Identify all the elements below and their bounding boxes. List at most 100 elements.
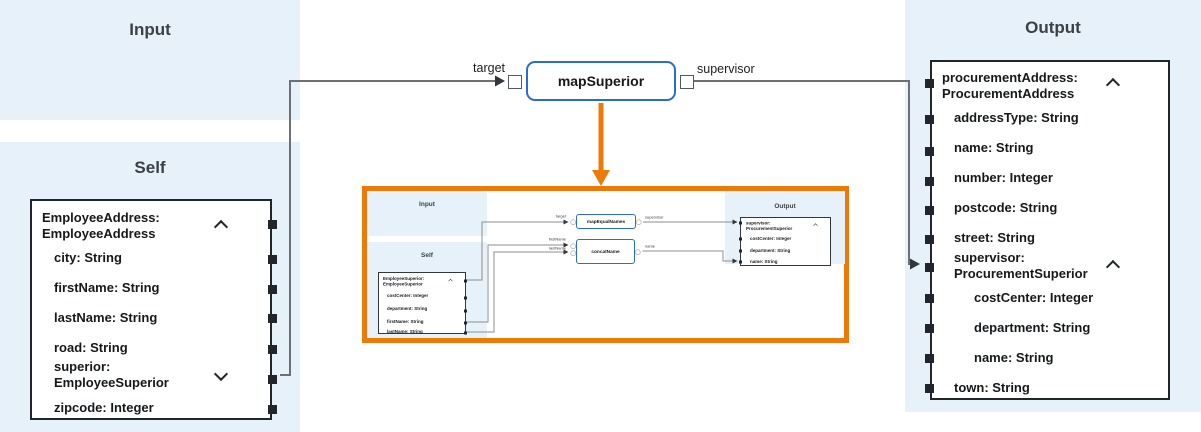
field-postcode[interactable]: postcode: String bbox=[954, 200, 1058, 215]
inset-content: Input Self Output bbox=[367, 191, 845, 338]
inset-input-port bbox=[570, 219, 576, 225]
chevron-up-icon[interactable] bbox=[213, 219, 229, 235]
transformation-name: mapEqualNames bbox=[586, 218, 626, 225]
chevron-up-icon[interactable] bbox=[1105, 77, 1121, 93]
input-port-target[interactable] bbox=[508, 75, 522, 89]
port-procurementaddress[interactable] bbox=[925, 79, 934, 88]
port-zipcode[interactable] bbox=[268, 405, 277, 414]
inset-output-document: supervisor: ProcurementSuperior costCent… bbox=[739, 217, 831, 266]
inset-firstname-label: firstName bbox=[548, 237, 566, 242]
field-department[interactable]: department: String bbox=[974, 320, 1091, 335]
transformation-name: mapSuperior bbox=[557, 73, 645, 89]
port-city[interactable] bbox=[268, 255, 277, 264]
port-department[interactable] bbox=[925, 324, 934, 333]
panel-input: Input bbox=[0, 0, 300, 120]
field-label: ProcurementSuperior bbox=[746, 226, 793, 231]
transformation-name: concatName bbox=[591, 248, 620, 255]
inset-field-lastname: lastName: String bbox=[387, 329, 423, 334]
field-road[interactable]: road: String bbox=[54, 340, 128, 355]
port-name-nested[interactable] bbox=[925, 354, 934, 363]
field-street[interactable]: street: String bbox=[954, 230, 1035, 245]
inset-port-department-out bbox=[739, 249, 742, 253]
port-employeeaddress[interactable] bbox=[268, 220, 277, 229]
supervisor-line-label: supervisor bbox=[697, 62, 755, 76]
output-panel-title: Output bbox=[1025, 18, 1081, 37]
field-lastname[interactable]: lastName: String bbox=[54, 310, 158, 325]
inset-port-firstname bbox=[464, 321, 467, 325]
inset-port-supervisor-out bbox=[739, 221, 742, 225]
field-superior[interactable]: superior: EmployeeSuperior bbox=[54, 359, 169, 391]
inset-target-label: target bbox=[555, 214, 566, 219]
inset-port-costcenter bbox=[464, 296, 467, 300]
inset-supervisor-label: supervisor bbox=[645, 215, 664, 220]
field-costcenter[interactable]: costCenter: Integer bbox=[974, 290, 1094, 305]
output-document-procurementaddress[interactable]: procurementAddress: ProcurementAddress a… bbox=[925, 60, 1170, 400]
inset-self-document: EmployeeSuperior: EmployeeSuperior costC… bbox=[378, 272, 467, 335]
self-document-employeeaddress[interactable]: EmployeeAddress: EmployeeAddress city: S… bbox=[30, 199, 277, 420]
inset-field-costcenter: costCenter: Integer bbox=[387, 293, 429, 298]
field-label: EmployeeSuperior: bbox=[383, 276, 425, 281]
field-name-nested[interactable]: name: String bbox=[974, 350, 1054, 365]
field-label: supervisor: bbox=[954, 250, 1025, 265]
field-firstname[interactable]: firstName: String bbox=[54, 280, 160, 295]
field-label: superior: bbox=[54, 359, 111, 374]
field-city[interactable]: city: String bbox=[54, 250, 122, 265]
inset-field-name-out: name: String bbox=[750, 259, 778, 264]
port-addresstype[interactable] bbox=[925, 115, 934, 124]
chevron-up-icon bbox=[448, 278, 453, 284]
field-label: EmployeeAddress: bbox=[42, 210, 160, 225]
port-supervisor[interactable] bbox=[925, 263, 934, 272]
inset-transformation-mapequalnames: mapEqualNames bbox=[570, 214, 642, 229]
inset-field-employeesuperior-header: EmployeeSuperior: EmployeeSuperior bbox=[383, 276, 424, 287]
inset-port-costcenter-out bbox=[739, 237, 742, 241]
inset-field-firstname: firstName: String bbox=[387, 319, 424, 324]
port-costcenter[interactable] bbox=[925, 294, 934, 303]
chevron-down-icon[interactable] bbox=[213, 366, 229, 382]
field-procurementaddress-header[interactable]: procurementAddress: ProcurementAddress bbox=[942, 70, 1078, 102]
field-label: procurementAddress: bbox=[942, 70, 1078, 85]
field-supervisor[interactable]: supervisor: ProcurementSuperior bbox=[954, 250, 1088, 282]
inset-port-lastname bbox=[464, 331, 467, 335]
port-postcode[interactable] bbox=[925, 206, 934, 215]
port-firstname[interactable] bbox=[268, 285, 277, 294]
port-lastname[interactable] bbox=[268, 314, 277, 323]
inset-port-name-out bbox=[739, 260, 742, 264]
field-label: EmployeeAddress bbox=[42, 226, 156, 241]
inset-name-label: name bbox=[645, 244, 656, 249]
port-number[interactable] bbox=[925, 177, 934, 186]
field-label: EmployeeSuperior bbox=[383, 281, 423, 287]
inset-input-port-lastname bbox=[570, 250, 576, 256]
inset-field-costcenter-out: costCenter: Integer bbox=[750, 236, 792, 241]
field-zipcode[interactable]: zipcode: Integer bbox=[54, 400, 154, 415]
port-road[interactable] bbox=[268, 345, 277, 354]
inset-input-port-firstname bbox=[570, 243, 576, 249]
inset-field-department: department: String bbox=[387, 306, 428, 311]
input-panel-title: Input bbox=[129, 20, 171, 39]
port-town[interactable] bbox=[925, 384, 934, 393]
field-employeeaddress-header[interactable]: EmployeeAddress: EmployeeAddress bbox=[42, 210, 160, 242]
self-panel-title: Self bbox=[134, 158, 166, 177]
inset-field-supervisor-header: supervisor: ProcurementSuperior bbox=[746, 221, 792, 232]
field-name[interactable]: name: String bbox=[954, 140, 1034, 155]
inset-transformation-concatname: concatName bbox=[570, 239, 641, 264]
output-port-supervisor[interactable] bbox=[680, 75, 694, 89]
port-name[interactable] bbox=[925, 147, 934, 156]
port-street[interactable] bbox=[925, 235, 934, 244]
inset-port-employeesuperior bbox=[464, 279, 467, 283]
chevron-up-icon[interactable] bbox=[1105, 259, 1121, 275]
field-label: ProcurementSuperior bbox=[954, 266, 1088, 281]
inset-output-port-name bbox=[635, 249, 641, 255]
field-town[interactable]: town: String bbox=[954, 380, 1030, 395]
chevron-up-icon bbox=[813, 223, 818, 228]
nested-mapping-inset: Input Self Output bbox=[362, 186, 849, 343]
inset-field-department-out: department: String bbox=[750, 248, 791, 253]
field-number[interactable]: number: Integer bbox=[954, 170, 1053, 185]
inset-lastname-label: lastName bbox=[549, 246, 566, 251]
inset-output-port bbox=[636, 219, 642, 225]
field-label: ProcurementAddress bbox=[942, 86, 1075, 101]
transformation-mapsuperior[interactable]: mapSuperior bbox=[508, 61, 694, 101]
port-superior[interactable] bbox=[268, 375, 277, 384]
field-addresstype[interactable]: addressType: String bbox=[954, 110, 1079, 125]
field-label: EmployeeSuperior bbox=[54, 375, 169, 390]
